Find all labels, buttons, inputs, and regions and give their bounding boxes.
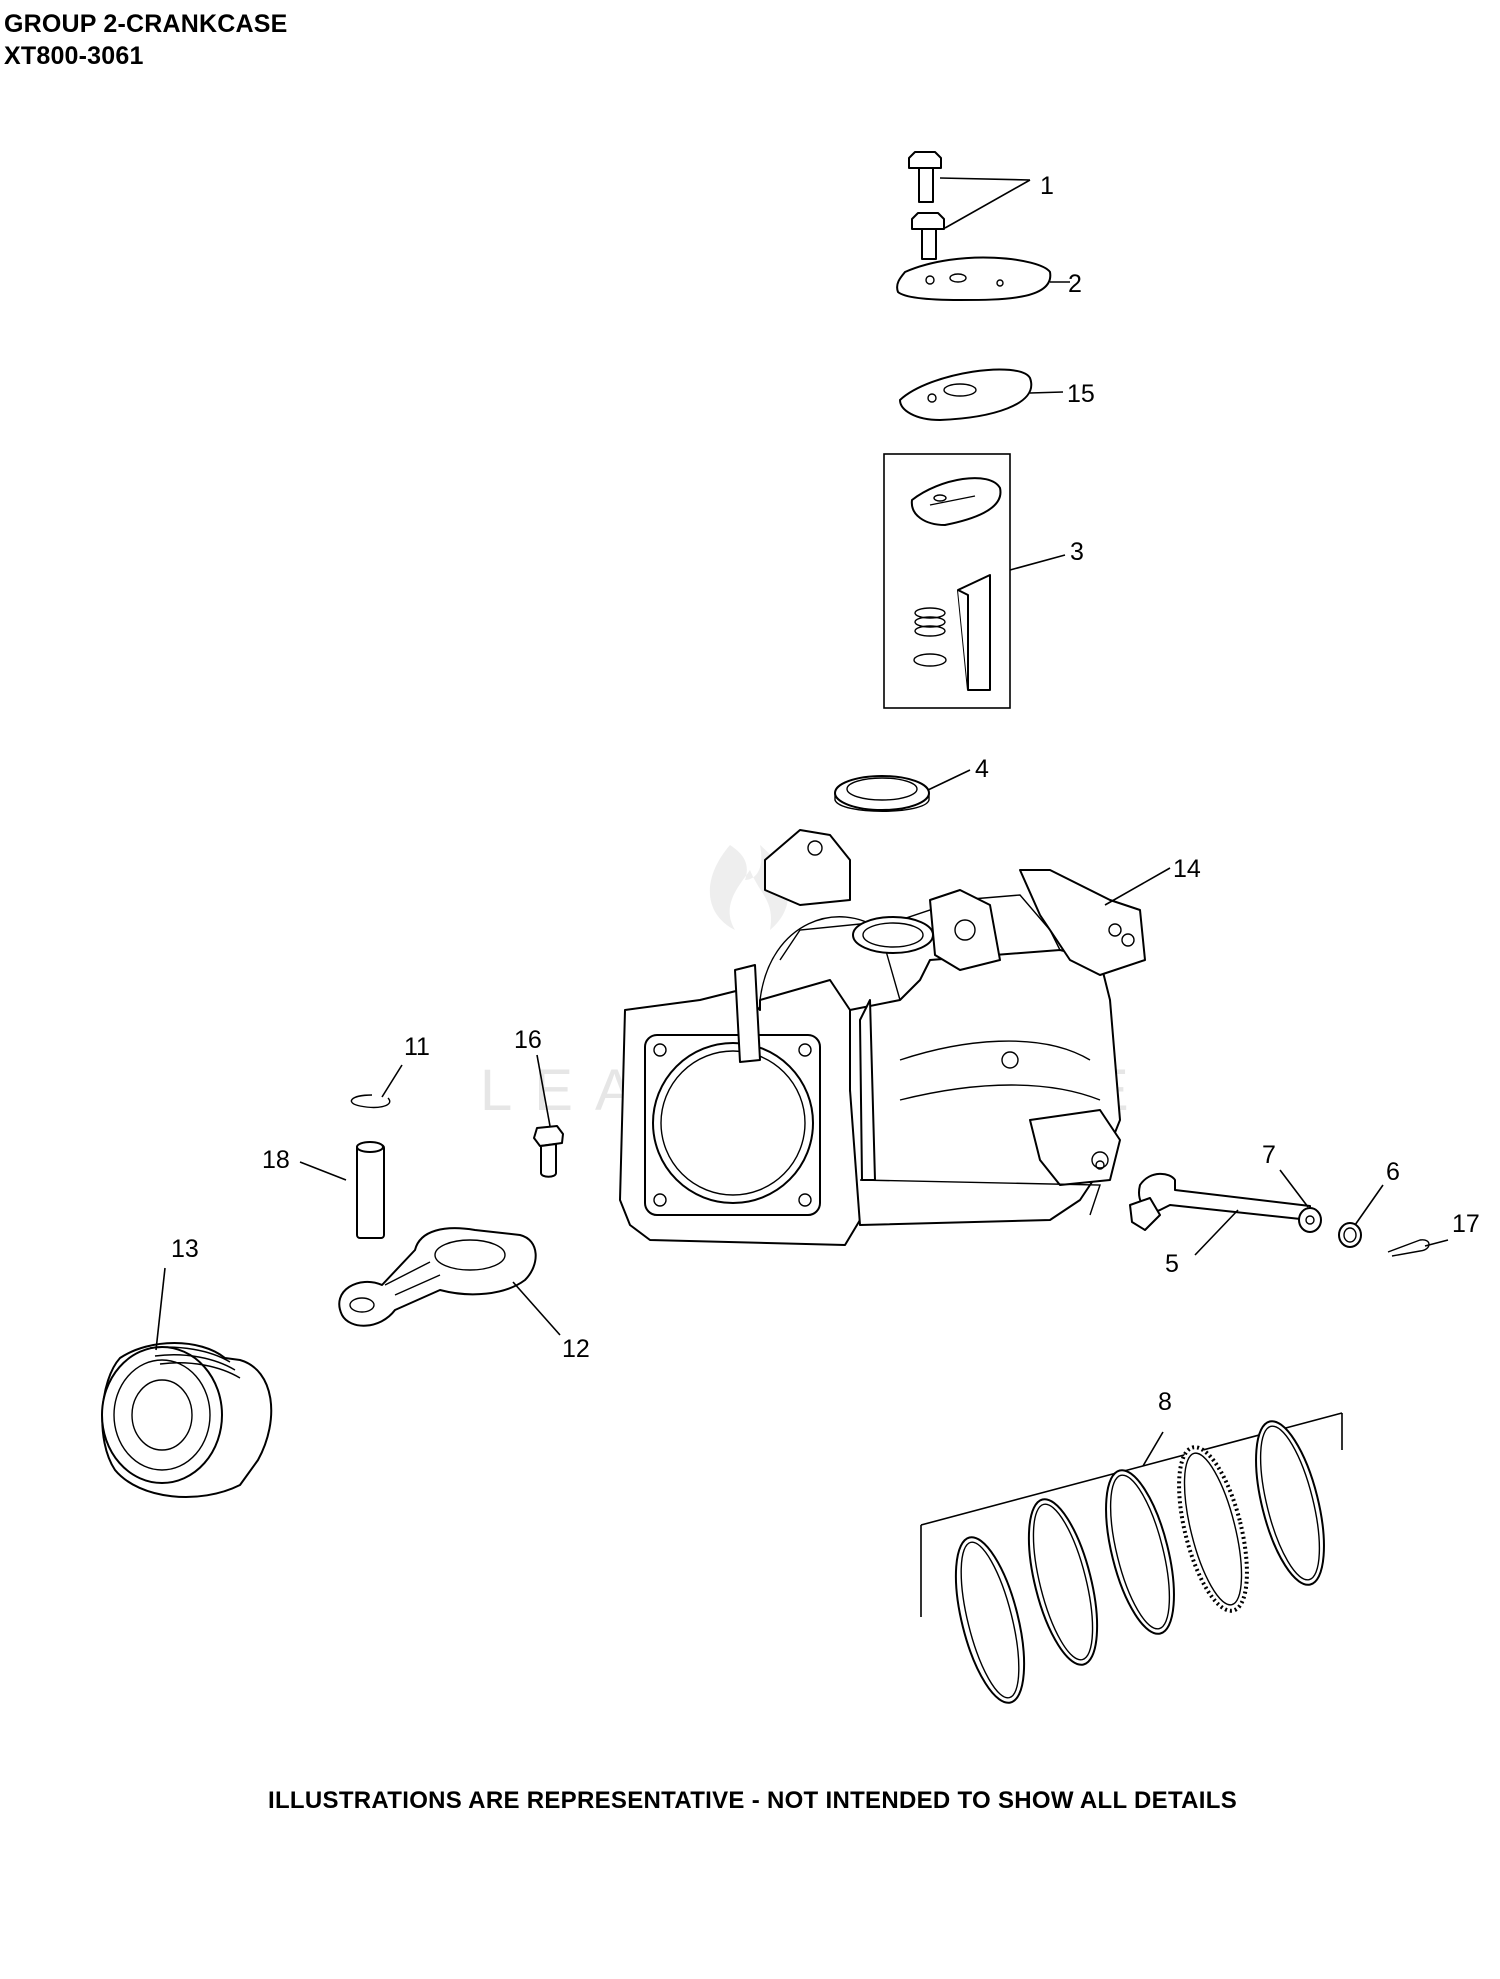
part-17-governor-shaft[interactable] bbox=[1129, 1172, 1311, 1231]
leader-17 bbox=[1194, 1209, 1239, 1256]
page-title: GROUP 2-CRANKCASE bbox=[4, 10, 288, 38]
leader-11 bbox=[381, 1064, 403, 1098]
disclaimer-footer: ILLUSTRATIONS ARE REPRESENTATIVE - NOT I… bbox=[268, 1787, 1238, 1814]
callout-15: 15 bbox=[1067, 380, 1095, 408]
leader-4 bbox=[927, 769, 971, 791]
leader-1 bbox=[939, 177, 1031, 229]
leader-8 bbox=[1142, 1431, 1164, 1467]
callout-11: 11 bbox=[404, 1033, 430, 1061]
callout-7: 6 bbox=[1386, 1158, 1400, 1186]
part-8-piston-rings[interactable] bbox=[920, 1412, 1343, 1709]
part-14-crankcase[interactable] bbox=[619, 829, 1146, 1246]
part-12-piston[interactable] bbox=[101, 1342, 273, 1498]
part-18-pin[interactable] bbox=[356, 1141, 385, 1239]
callout-13: 12 bbox=[562, 1335, 590, 1363]
callout-6: 17 bbox=[1452, 1210, 1480, 1238]
callout-5: 7 bbox=[1262, 1141, 1276, 1169]
callout-14: 14 bbox=[1173, 855, 1201, 883]
leader-13 bbox=[512, 1281, 561, 1336]
part-4-seal[interactable] bbox=[834, 775, 930, 812]
leader-7 bbox=[1354, 1184, 1384, 1226]
leader-15 bbox=[1029, 391, 1064, 394]
callout-18: 18 bbox=[262, 1146, 290, 1174]
callout-8: 8 bbox=[1158, 1388, 1172, 1416]
part-11-clip[interactable] bbox=[350, 1094, 391, 1109]
part-16-screw[interactable] bbox=[533, 1125, 564, 1178]
part-1-bolts[interactable] bbox=[908, 151, 945, 260]
leader-12 bbox=[155, 1267, 166, 1351]
leader-6 bbox=[1424, 1239, 1449, 1247]
callout-4: 4 bbox=[975, 755, 989, 783]
leader-14 bbox=[1104, 867, 1171, 906]
leader-5 bbox=[1279, 1169, 1309, 1208]
part-7-seal[interactable] bbox=[1338, 1222, 1362, 1248]
callout-17: 5 bbox=[1165, 1250, 1179, 1278]
part-2-plate[interactable] bbox=[896, 256, 1052, 301]
callout-12: 13 bbox=[171, 1235, 199, 1263]
callout-2: 2 bbox=[1068, 270, 1082, 298]
part-6-hairpin-clip[interactable] bbox=[1387, 1239, 1430, 1257]
leader-3 bbox=[1009, 554, 1066, 571]
part-15-gasket[interactable] bbox=[899, 368, 1033, 421]
part-5-washer[interactable] bbox=[1298, 1207, 1322, 1233]
callout-16: 16 bbox=[514, 1026, 542, 1054]
callout-3: 3 bbox=[1070, 538, 1084, 566]
leader-16 bbox=[536, 1054, 551, 1127]
part-13-connecting-rod[interactable] bbox=[338, 1227, 537, 1327]
leader-18 bbox=[299, 1161, 347, 1181]
callout-1: 1 bbox=[1040, 172, 1054, 200]
part-3-kit[interactable] bbox=[883, 453, 1011, 709]
model-number: XT800-3061 bbox=[4, 42, 144, 70]
